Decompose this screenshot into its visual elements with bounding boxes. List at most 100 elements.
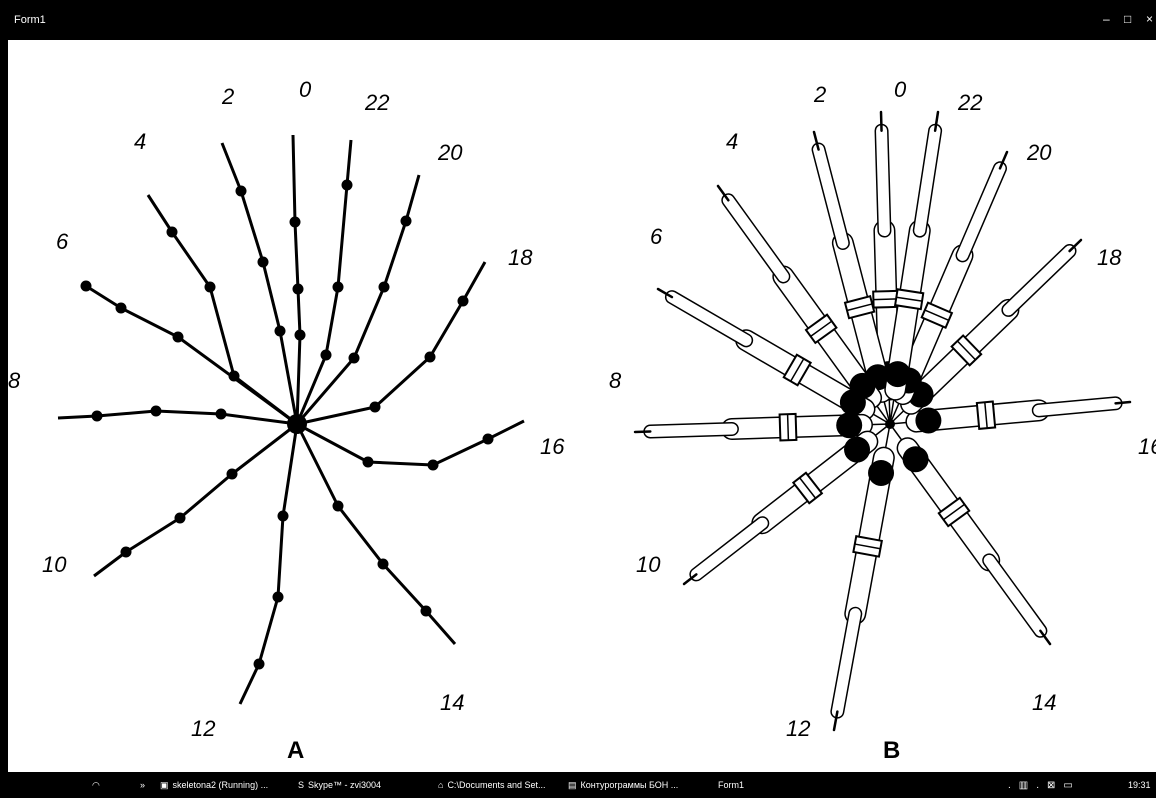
joint-dot (81, 281, 92, 292)
panel-b-label: B (883, 737, 900, 764)
joint-dot (293, 284, 304, 295)
angle-label-a-0: 0 (299, 77, 312, 102)
joint-dot (216, 409, 227, 420)
body-figure-8 (635, 412, 890, 440)
skeleton-arm-20 (297, 175, 419, 424)
title-bar: Form1 – □ × (0, 0, 1156, 40)
angle-label-a-8: 8 (8, 368, 21, 393)
skeleton-hub (287, 414, 307, 434)
angle-label-a-22: 22 (364, 90, 389, 115)
taskbar-item-label: Form1 (718, 780, 744, 790)
leg-fill (650, 429, 732, 432)
tray-app-icon[interactable]: ▥ (1019, 780, 1028, 791)
angle-label-a-18: 18 (508, 245, 533, 270)
vb-icon: ▣ (160, 780, 169, 791)
panel-a-label: A (287, 737, 304, 764)
angle-label-b-0: 0 (894, 77, 907, 102)
joint-dot (401, 216, 412, 227)
quicklaunch-more-icon[interactable]: » (140, 772, 145, 798)
head-shape (844, 437, 870, 463)
skeleton-line (297, 175, 419, 424)
joint-dot (295, 330, 306, 341)
joint-dot (483, 434, 494, 445)
tray-volume-icon[interactable]: ⊠ (1047, 780, 1055, 791)
angle-label-b-22: 22 (957, 90, 982, 115)
skype-icon: S (298, 780, 304, 790)
angle-label-b-6: 6 (650, 224, 663, 249)
joint-dot (342, 180, 353, 191)
body-figure-14 (890, 424, 1050, 644)
angle-label-b-14: 14 (1032, 690, 1056, 715)
leg-fill (728, 200, 783, 276)
maximize-button[interactable]: □ (1124, 12, 1131, 26)
taskbar-item-form1[interactable]: Form1 (718, 772, 808, 798)
skeleton-arm-16 (297, 421, 524, 471)
joint-dot (227, 469, 238, 480)
joint-dot (421, 606, 432, 617)
joint-dot (254, 659, 265, 670)
angle-label-a-12: 12 (191, 716, 215, 741)
joint-dot (273, 592, 284, 603)
joint-dot (151, 406, 162, 417)
leg-fill (1008, 251, 1069, 310)
skeleton-arm-18 (297, 262, 485, 424)
taskbar-item-explorer[interactable]: ⌂ C:\Documents and Set... (438, 772, 556, 798)
tray-network-icon[interactable]: . (1008, 780, 1011, 791)
skeleton-line (293, 135, 300, 424)
head-shape (868, 460, 894, 486)
joint-dot (428, 460, 439, 471)
leg-fill (672, 297, 746, 340)
joint-dot (379, 282, 390, 293)
joint-dot (333, 282, 344, 293)
head-shape (885, 361, 911, 387)
skeleton-arm-0 (290, 135, 306, 424)
joint-dot (116, 303, 127, 314)
taskbar-item-document[interactable]: ▤ Контурограммы БОН ... (568, 772, 690, 798)
skeleton-line (222, 143, 297, 424)
joint-dot (349, 353, 360, 364)
skeleton-arm-22 (297, 140, 353, 424)
joint-dot (92, 411, 103, 422)
minimize-button[interactable]: – (1103, 12, 1110, 26)
angle-label-b-18: 18 (1097, 245, 1122, 270)
leg-fill (963, 168, 1000, 255)
window-title: Form1 (14, 14, 46, 26)
head-shape (915, 407, 941, 433)
panel-a-angle-labels: 0246810121416182022 (8, 77, 565, 741)
skeleton-arm-6 (81, 281, 298, 425)
joint-dot (458, 296, 469, 307)
angle-label-a-20: 20 (437, 140, 463, 165)
close-button[interactable]: × (1146, 12, 1153, 26)
skeleton-arm-8 (58, 406, 297, 425)
folder-icon: ⌂ (438, 780, 443, 790)
taskbar-item-skeletona2[interactable]: ▣ skeletona2 (Running) ... (160, 772, 280, 798)
skeleton-line (240, 424, 297, 704)
quicklaunch-icon[interactable]: ◠ (92, 772, 100, 798)
joint-dot (333, 501, 344, 512)
leg-fill (1039, 403, 1116, 410)
joint-dot (321, 350, 332, 361)
skeleton-line (297, 262, 485, 424)
taskbar-item-skype[interactable]: S Skype™ - zvi3004 (298, 772, 410, 798)
skeleton-arm-12 (240, 424, 297, 704)
head-shape (840, 389, 866, 415)
document-icon: ▤ (568, 780, 577, 791)
angle-label-b-8: 8 (609, 368, 622, 393)
belt-line (788, 414, 789, 440)
taskbar-item-label: C:\Documents and Set... (447, 780, 545, 790)
angle-label-b-12: 12 (786, 716, 810, 741)
tray-dot-icon[interactable]: . (1036, 780, 1039, 791)
angle-label-b-16: 16 (1138, 434, 1156, 459)
joint-dot (425, 352, 436, 363)
leg-fill (819, 150, 843, 243)
joint-dot (275, 326, 286, 337)
joint-dot (236, 186, 247, 197)
skeleton-arm-10 (94, 424, 297, 576)
joint-dot (370, 402, 381, 413)
tray-display-icon[interactable]: ▭ (1063, 780, 1072, 791)
joint-dot (290, 217, 301, 228)
leg-fill (989, 560, 1040, 630)
foot-line (1116, 402, 1130, 403)
angle-label-a-10: 10 (42, 552, 67, 577)
